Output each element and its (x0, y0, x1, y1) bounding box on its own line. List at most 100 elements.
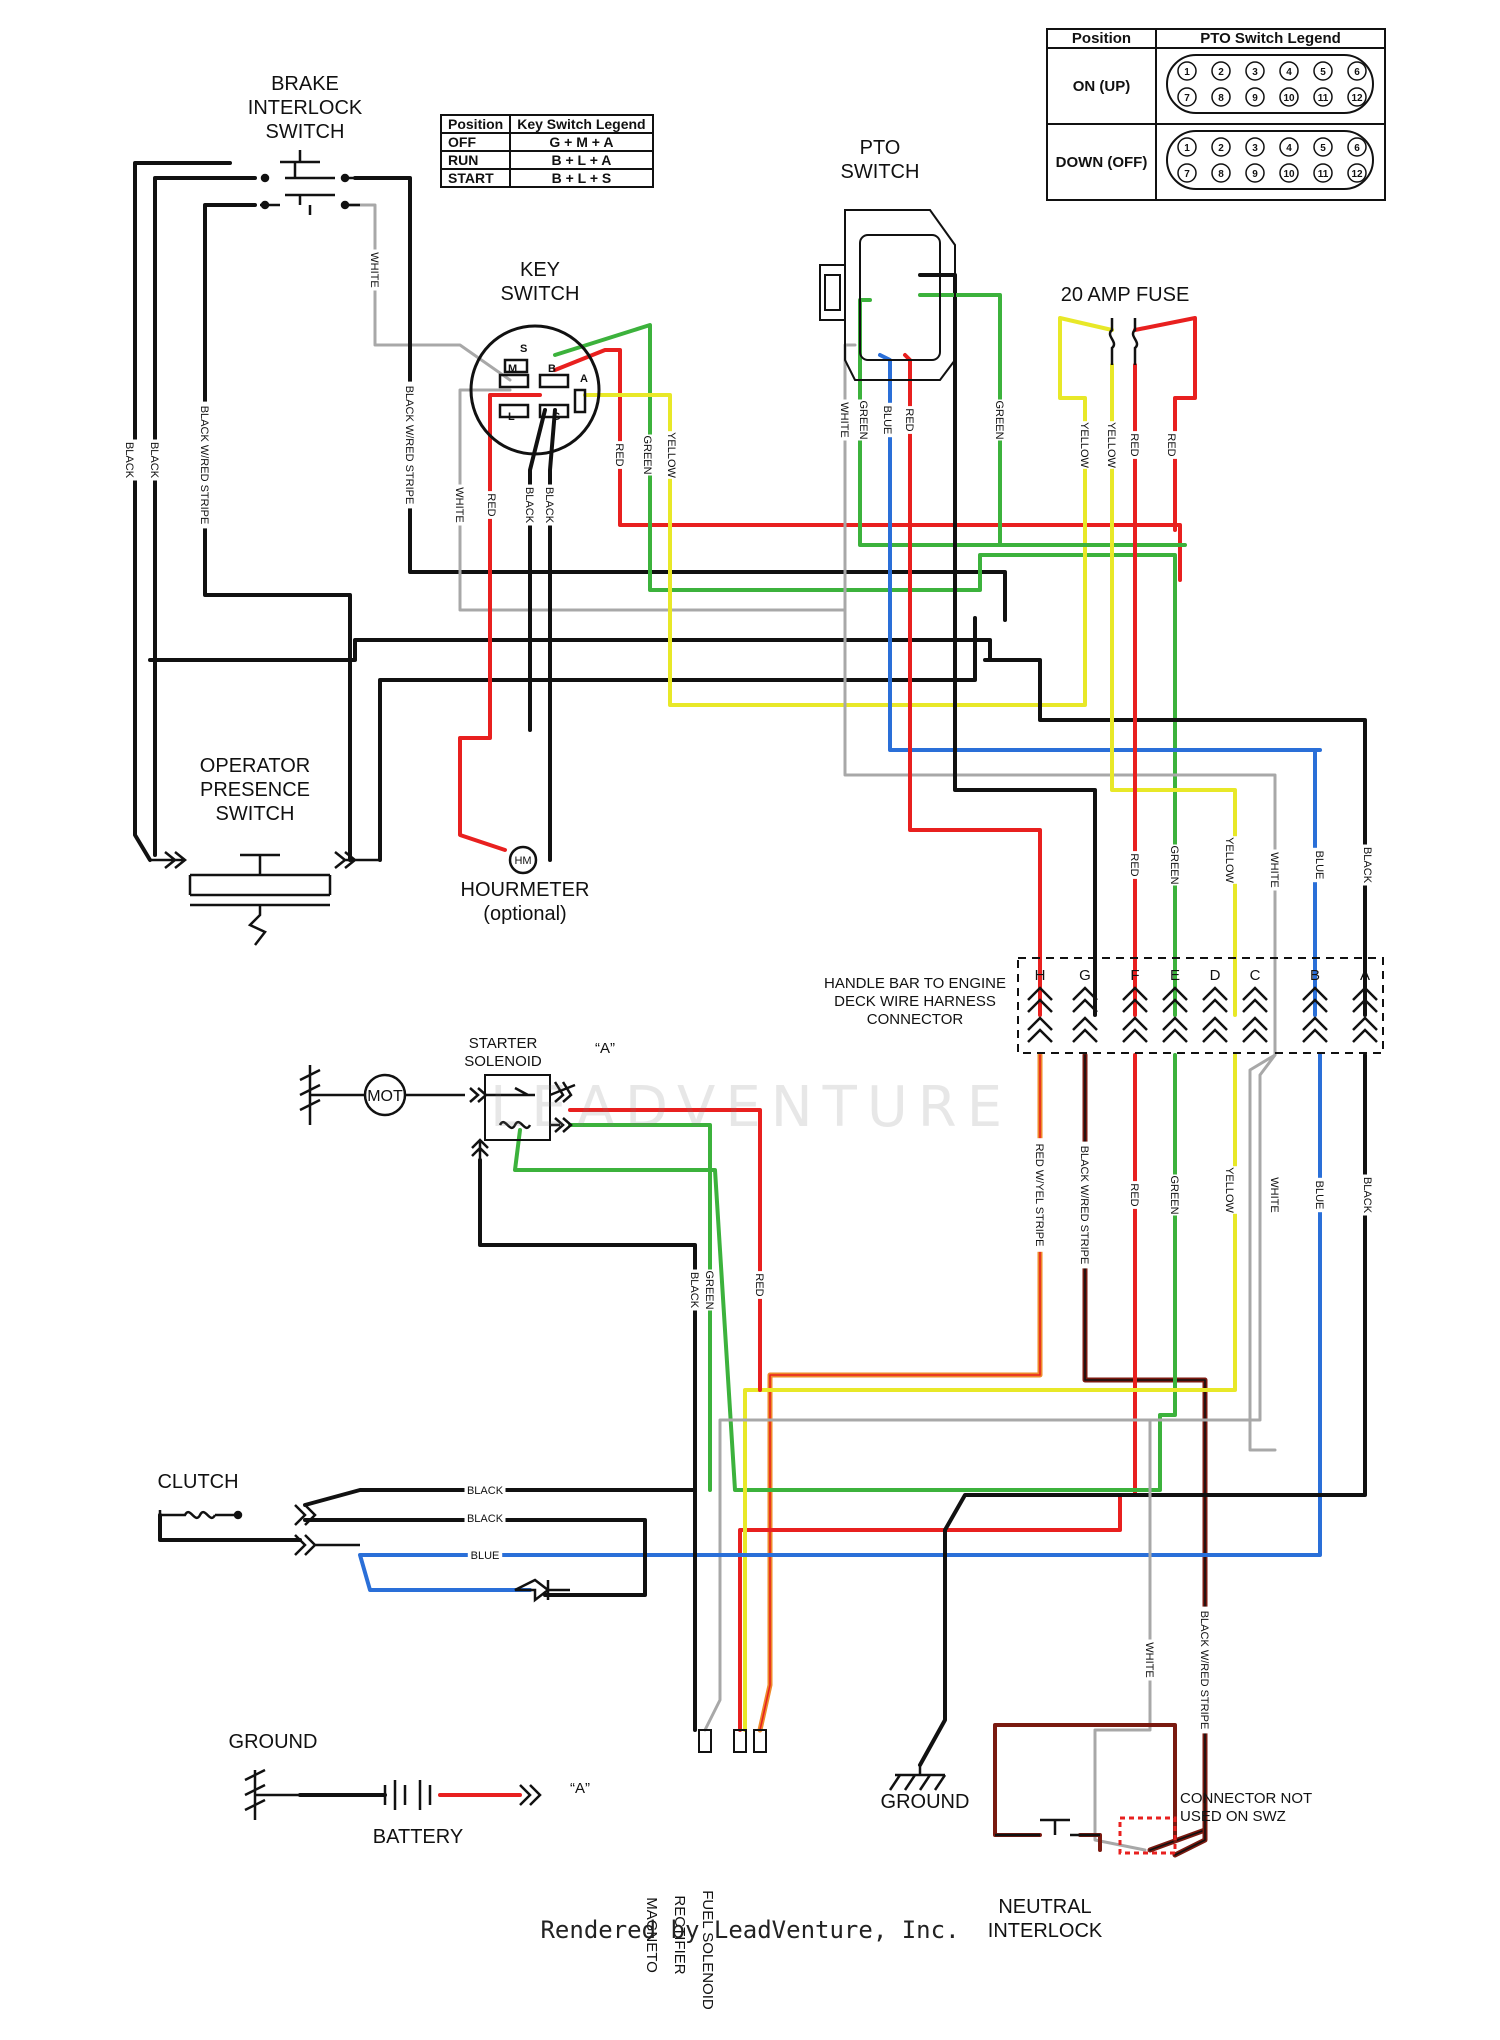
pto-pin-number: 4 (1286, 67, 1292, 78)
pto-switch-face (859, 234, 941, 361)
ground-left-label: GROUND (228, 1731, 318, 1753)
pto-pin (1245, 61, 1265, 81)
neutral-interlock-label: NEUTRAL INTERLOCK (987, 1896, 1103, 1942)
svg-text:WHITE: WHITE (453, 487, 465, 522)
connector-pin-symbol (1352, 986, 1378, 1043)
pto-pin (1245, 163, 1265, 183)
wire-blue-down (358, 1053, 1322, 1592)
pto-switch-label: PTO SWITCH (840, 137, 920, 183)
pto-pin-number: 10 (1283, 169, 1295, 180)
wire-labels: BLACK BLACK BLACK W/RED STRIPE WHITE BLACK W… (123, 249, 1375, 1734)
svg-text:GREEN: GREEN (857, 400, 869, 439)
pto-pin-number: 12 (1351, 93, 1363, 104)
key-terminal-M (498, 373, 530, 389)
pto-pin-number: 10 (1283, 93, 1295, 104)
key-switch-body (469, 324, 601, 456)
pto-pin-outline (1166, 54, 1374, 114)
pto-pin (1347, 163, 1367, 183)
label-red-yel: RED W/YEL STRIPE (1033, 1138, 1047, 1252)
pto-pin-number: 8 (1218, 93, 1224, 104)
legend-position: START (439, 168, 512, 188)
svg-text:WHITE: WHITE (368, 252, 380, 287)
wire-red-b (553, 348, 1182, 582)
label-green: GREEN (641, 434, 655, 476)
svg-text:RED: RED (485, 493, 497, 516)
legend-position: ON (UP) (1046, 47, 1157, 125)
svg-text:RED: RED (903, 408, 915, 431)
key-terminal-letter: A (580, 373, 588, 385)
svg-text:RED: RED (1128, 1183, 1140, 1206)
connector-pin-symbol (1072, 986, 1098, 1043)
label-black: BLACK (123, 439, 137, 481)
starter-solenoid-label: STARTER SOLENOID (464, 1035, 542, 1070)
starter-solenoid-internals (471, 1081, 576, 1160)
svg-text:BLACK: BLACK (523, 487, 535, 524)
pto-pin (1313, 61, 1333, 81)
pto-pin (1279, 61, 1299, 81)
label-red: RED (485, 491, 499, 519)
label-yellow: YELLOW (1223, 836, 1237, 884)
legend-combination: G + M + A (509, 132, 654, 152)
svg-text:RED: RED (1128, 433, 1140, 456)
wire-white-down (703, 1053, 1277, 1732)
label-black-red: BLACK W/RED STRIPE (403, 381, 417, 509)
rectifier-plug (733, 1729, 747, 1753)
wire-black-clutch-1 (303, 1488, 697, 1507)
connector-pin-letter: C (1250, 967, 1261, 984)
label-white: WHITE (838, 399, 852, 441)
wire-black-key-1 (528, 408, 547, 732)
wire-green-down (513, 1053, 1177, 1492)
wire-green-key (553, 323, 1177, 1017)
pto-pin (1211, 61, 1231, 81)
wire-black-loop (148, 638, 992, 662)
label-black: BLACK (464, 1511, 506, 1525)
wire-yellow-key (583, 393, 1087, 707)
key-terminal-S (503, 358, 529, 374)
label-red: RED (1165, 431, 1179, 459)
label-blue: BLUE (1313, 1177, 1327, 1213)
connector-pin-letter: E (1170, 967, 1180, 984)
label-black: BLACK (148, 439, 162, 481)
svg-text:GREEN: GREEN (1168, 1175, 1180, 1214)
svg-text:GREEN: GREEN (993, 400, 1005, 439)
svg-text:BLUE: BLUE (1313, 851, 1325, 880)
label-white: WHITE (453, 484, 467, 526)
fuse-label: 20 AMP FUSE (1060, 284, 1190, 306)
pto-pin-number: 5 (1320, 67, 1326, 78)
footer-credit: Rendered by LeadVenture, Inc. (540, 1916, 960, 1944)
wires (133, 161, 1367, 1858)
svg-text:BLACK: BLACK (1361, 1177, 1373, 1214)
wire-green-sol (568, 1123, 712, 1492)
wire-red-fuse (1133, 316, 1197, 532)
fuel-solenoid-label: FUEL SOLENOID (699, 1890, 716, 2010)
svg-text:RED W/YEL STRIPE: RED W/YEL STRIPE (1033, 1144, 1045, 1247)
svg-text:YELLOW: YELLOW (1223, 1167, 1235, 1213)
unused-connector-box (1118, 1816, 1177, 1855)
label-black: BLACK (688, 1269, 702, 1311)
svg-text:WHITE: WHITE (1268, 1177, 1280, 1212)
label-black-red: BLACK W/RED STRIPE (1078, 1141, 1092, 1269)
wire-red-key (458, 393, 542, 852)
key-switch-legend: Position Key Switch Legend OFF G + M + A… (439, 114, 654, 188)
connector-pin-letter: F (1130, 967, 1139, 984)
wire-black-right (983, 658, 1367, 1017)
legend-header: PTO Switch Legend (1155, 28, 1386, 49)
connector-pin-letter: A (1360, 967, 1370, 984)
svg-text:BLACK: BLACK (543, 487, 555, 524)
svg-text:GREEN: GREEN (641, 435, 653, 474)
solenoid-ref-label: “A” (595, 1040, 615, 1057)
pto-pin (1177, 61, 1197, 81)
key-terminal-letter: S (520, 343, 527, 355)
wire-black-down (918, 1053, 1367, 1767)
wire-black-clutch-top (158, 1513, 302, 1542)
key-terminal-L (498, 403, 530, 419)
hourmeter-text: HM (514, 855, 531, 867)
harness-connector-label: HANDLE BAR TO ENGINE DECK WIRE HARNESS C… (824, 975, 1006, 1028)
svg-text:BLUE: BLUE (1313, 1181, 1325, 1210)
label-red: RED (613, 441, 627, 469)
brake-interlock-label: BRAKE INTERLOCK SWITCH (247, 73, 363, 143)
key-terminal-letter: B (548, 363, 556, 375)
pto-pin-number: 11 (1318, 169, 1329, 180)
svg-text:BLACK: BLACK (148, 442, 160, 479)
